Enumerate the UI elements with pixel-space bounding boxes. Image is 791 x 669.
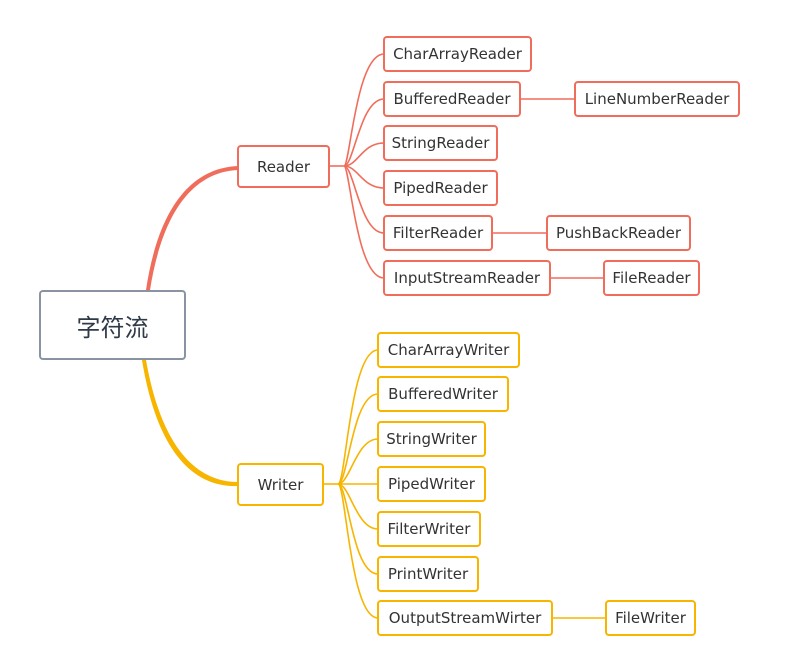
leaf-node-pipedwriter: PipedWriter xyxy=(377,466,486,502)
leaf-label: FileReader xyxy=(612,269,691,287)
leaf-label: CharArrayWriter xyxy=(387,341,510,359)
leaf-label: FilterWriter xyxy=(387,520,471,538)
writer-connectors xyxy=(324,349,606,619)
leaf-node-printwriter: PrintWriter xyxy=(377,556,479,592)
leaf-node-pushbackreader: PushBackReader xyxy=(546,215,691,251)
root-to-writer-connector xyxy=(142,360,238,487)
leaf-label: FileWriter xyxy=(615,609,686,627)
leaf-node-pipedreader: PipedReader xyxy=(383,170,498,206)
root-label: 字符流 xyxy=(76,313,149,342)
leaf-label: BufferedReader xyxy=(393,90,511,108)
leaf-node-chararrayreader: CharArrayReader xyxy=(383,36,532,72)
leaf-node-inputstreamreader: InputStreamReader xyxy=(383,260,551,296)
leaf-label: PipedReader xyxy=(393,179,488,197)
leaf-label: StringReader xyxy=(391,134,490,152)
leaf-node-filereader: FileReader xyxy=(603,260,700,296)
branch-node-writer: Writer xyxy=(237,463,324,506)
leaf-label: PushBackReader xyxy=(555,224,682,242)
leaf-node-chararraywriter: CharArrayWriter xyxy=(377,332,520,368)
root-to-reader-connector xyxy=(146,166,238,290)
leaf-node-bufferedreader: BufferedReader xyxy=(383,81,521,117)
leaf-node-filterwriter: FilterWriter xyxy=(377,511,481,547)
leaf-label: BufferedWriter xyxy=(388,385,498,403)
leaf-node-filewriter: FileWriter xyxy=(605,600,696,636)
branch-label: Writer xyxy=(257,475,304,494)
leaf-label: InputStreamReader xyxy=(393,269,541,287)
leaf-node-outputstreamwirter: OutputStreamWirter xyxy=(377,600,553,636)
leaf-node-bufferedwriter: BufferedWriter xyxy=(377,376,509,412)
leaf-label: StringWriter xyxy=(386,430,477,448)
leaf-node-linenumberreader: LineNumberReader xyxy=(574,81,740,117)
reader-connectors xyxy=(330,53,604,279)
leaf-node-stringwriter: StringWriter xyxy=(377,421,486,457)
leaf-label: CharArrayReader xyxy=(393,45,522,63)
leaf-label: PrintWriter xyxy=(387,565,469,583)
root-node: 字符流 xyxy=(39,290,186,360)
leaf-node-filterreader: FilterReader xyxy=(383,215,493,251)
leaf-label: PipedWriter xyxy=(388,475,475,493)
leaf-label: OutputStreamWirter xyxy=(388,609,542,627)
branch-node-reader: Reader xyxy=(237,145,330,188)
branch-label: Reader xyxy=(256,157,311,176)
leaf-label: FilterReader xyxy=(392,224,484,242)
leaf-node-stringreader: StringReader xyxy=(383,125,498,161)
leaf-label: LineNumberReader xyxy=(584,90,730,108)
